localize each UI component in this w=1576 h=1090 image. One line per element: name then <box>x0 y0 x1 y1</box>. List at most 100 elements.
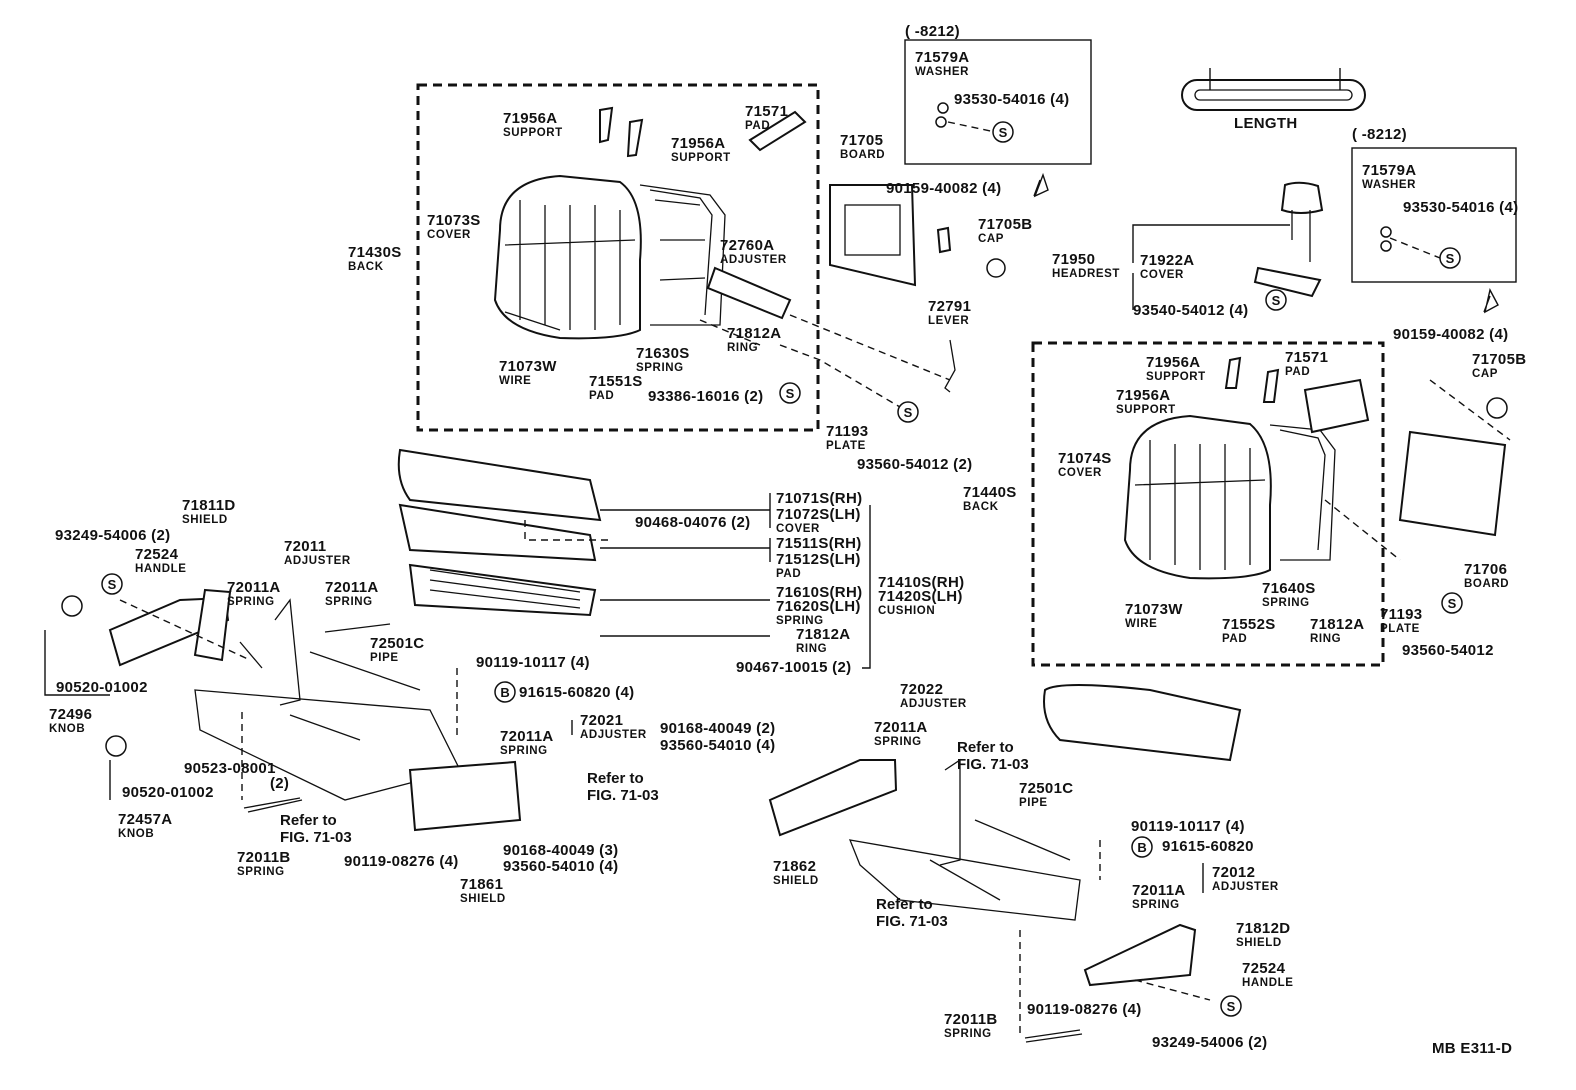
part-number: 90468-04076 (2) <box>635 514 750 531</box>
callout-90119-b: 90119-08276 (4) <box>344 853 458 870</box>
cap-part-right <box>1486 397 1508 419</box>
callout-71511S: 71511S(RH) <box>776 535 861 552</box>
callout-93560-d: 93560-54010 (4) <box>660 737 775 754</box>
part-number: 71956A <box>1116 387 1170 404</box>
symbol-markers: S S S S S S S S B B <box>101 121 1463 1017</box>
part-number: 71073W <box>499 358 557 375</box>
diagram-code: MB E311-D <box>1432 1040 1512 1057</box>
part-name: HANDLE <box>135 563 187 575</box>
part-number: 72012 <box>1212 864 1255 881</box>
part-number: 93560-54012 <box>1402 642 1494 659</box>
part-number: 91615-60820 <box>1162 838 1254 855</box>
part-name: BACK <box>348 261 384 273</box>
part-name: SUPPORT <box>671 152 731 164</box>
part-name: COVER <box>776 523 820 535</box>
pad-part-right <box>1303 378 1370 434</box>
knob-icon <box>105 735 127 757</box>
part-name: PIPE <box>370 652 399 664</box>
inset-right-range: ( -8212) <box>1352 126 1407 143</box>
part-number: 71640S <box>1262 580 1316 597</box>
part-number: 71193 <box>826 423 868 440</box>
part-name: KNOB <box>118 828 154 840</box>
part-number: 90520-01002 <box>122 784 214 801</box>
part-name: SPRING <box>944 1028 992 1040</box>
part-number: 71812D <box>1236 920 1290 937</box>
part-number: 72011 <box>284 538 326 555</box>
part-number: 71571 <box>745 103 788 120</box>
part-number: 90168-40049 (3) <box>503 842 618 859</box>
refer-to-text: FIG. 71-03 <box>957 756 1029 773</box>
spring-part <box>1024 1029 1083 1043</box>
length-label: LENGTH <box>1234 115 1297 132</box>
board-part-left <box>829 184 917 287</box>
seat-track-right <box>768 758 1197 987</box>
refer-to-text: Refer to <box>957 739 1014 756</box>
part-name: RING <box>727 342 758 354</box>
part-name: CAP <box>978 233 1004 245</box>
part-number: 71071S(RH) <box>776 490 862 507</box>
seatback-cover-right <box>1123 414 1272 580</box>
part-number: 72011A <box>500 728 554 745</box>
part-number: 90119-10117 (4) <box>476 654 590 671</box>
part-number: 72022 <box>900 681 943 698</box>
part-name: PLATE <box>1380 623 1420 635</box>
callout-91615-a: 91615-60820 (4) <box>519 684 634 701</box>
part-name: PIPE <box>1019 797 1048 809</box>
part-number: 72011B <box>944 1011 998 1028</box>
callout-93560-a: 93560-54012 (2) <box>857 456 972 473</box>
part-number: 90159-40082 (4) <box>886 180 1001 197</box>
callout-71610S: 71610S(RH) <box>776 584 862 601</box>
part-name: PAD <box>1285 366 1310 378</box>
spring-part <box>324 623 391 633</box>
part-number: 71705B <box>1472 351 1526 368</box>
part-number: 71706 <box>1464 561 1507 578</box>
inset-left-washer-pn: 71579A <box>915 49 969 66</box>
part-number: 71922A <box>1140 252 1194 269</box>
callout-90523: 90523-08001 <box>184 760 275 777</box>
part-number: 72501C <box>1019 780 1073 797</box>
part-name: SPRING <box>227 596 275 608</box>
svg-text:S: S <box>1272 293 1281 308</box>
arrow-icon <box>1033 172 1049 198</box>
callout-90159-b: 90159-40082 (4) <box>1393 326 1508 343</box>
part-name: BOARD <box>1464 578 1509 590</box>
part-number: 71811D <box>182 497 236 514</box>
inset-right-text: ( -8212) 71579A WASHER 93530-54016 (4) <box>1352 126 1518 216</box>
svg-text:S: S <box>108 577 117 592</box>
callout-71071S: 71071S(RH) <box>776 490 862 507</box>
part-name: SHIELD <box>182 514 228 526</box>
part-name: ADJUSTER <box>900 698 967 710</box>
part-number: 71074S <box>1058 450 1112 467</box>
part-name: HANDLE <box>1242 977 1294 989</box>
callout-90159-a: 90159-40082 (4) <box>886 180 1001 197</box>
screw-part <box>936 226 952 254</box>
inset-right-screw-pn: 93530-54016 (4) <box>1403 199 1518 216</box>
part-name: RING <box>796 643 827 655</box>
inset-left-screw-pn: 93530-54016 (4) <box>954 91 1069 108</box>
part-number: (2) <box>270 775 289 792</box>
part-number: 72011A <box>874 719 928 736</box>
callout-93386: 93386-16016 (2) <box>648 388 763 405</box>
callout-93560-b: 93560-54012 <box>1402 642 1494 659</box>
part-number: 71571 <box>1285 349 1328 366</box>
part-number: 90467-10015 (2) <box>736 659 851 676</box>
cap-part-left <box>986 258 1006 278</box>
part-number: 71812A <box>796 626 850 643</box>
